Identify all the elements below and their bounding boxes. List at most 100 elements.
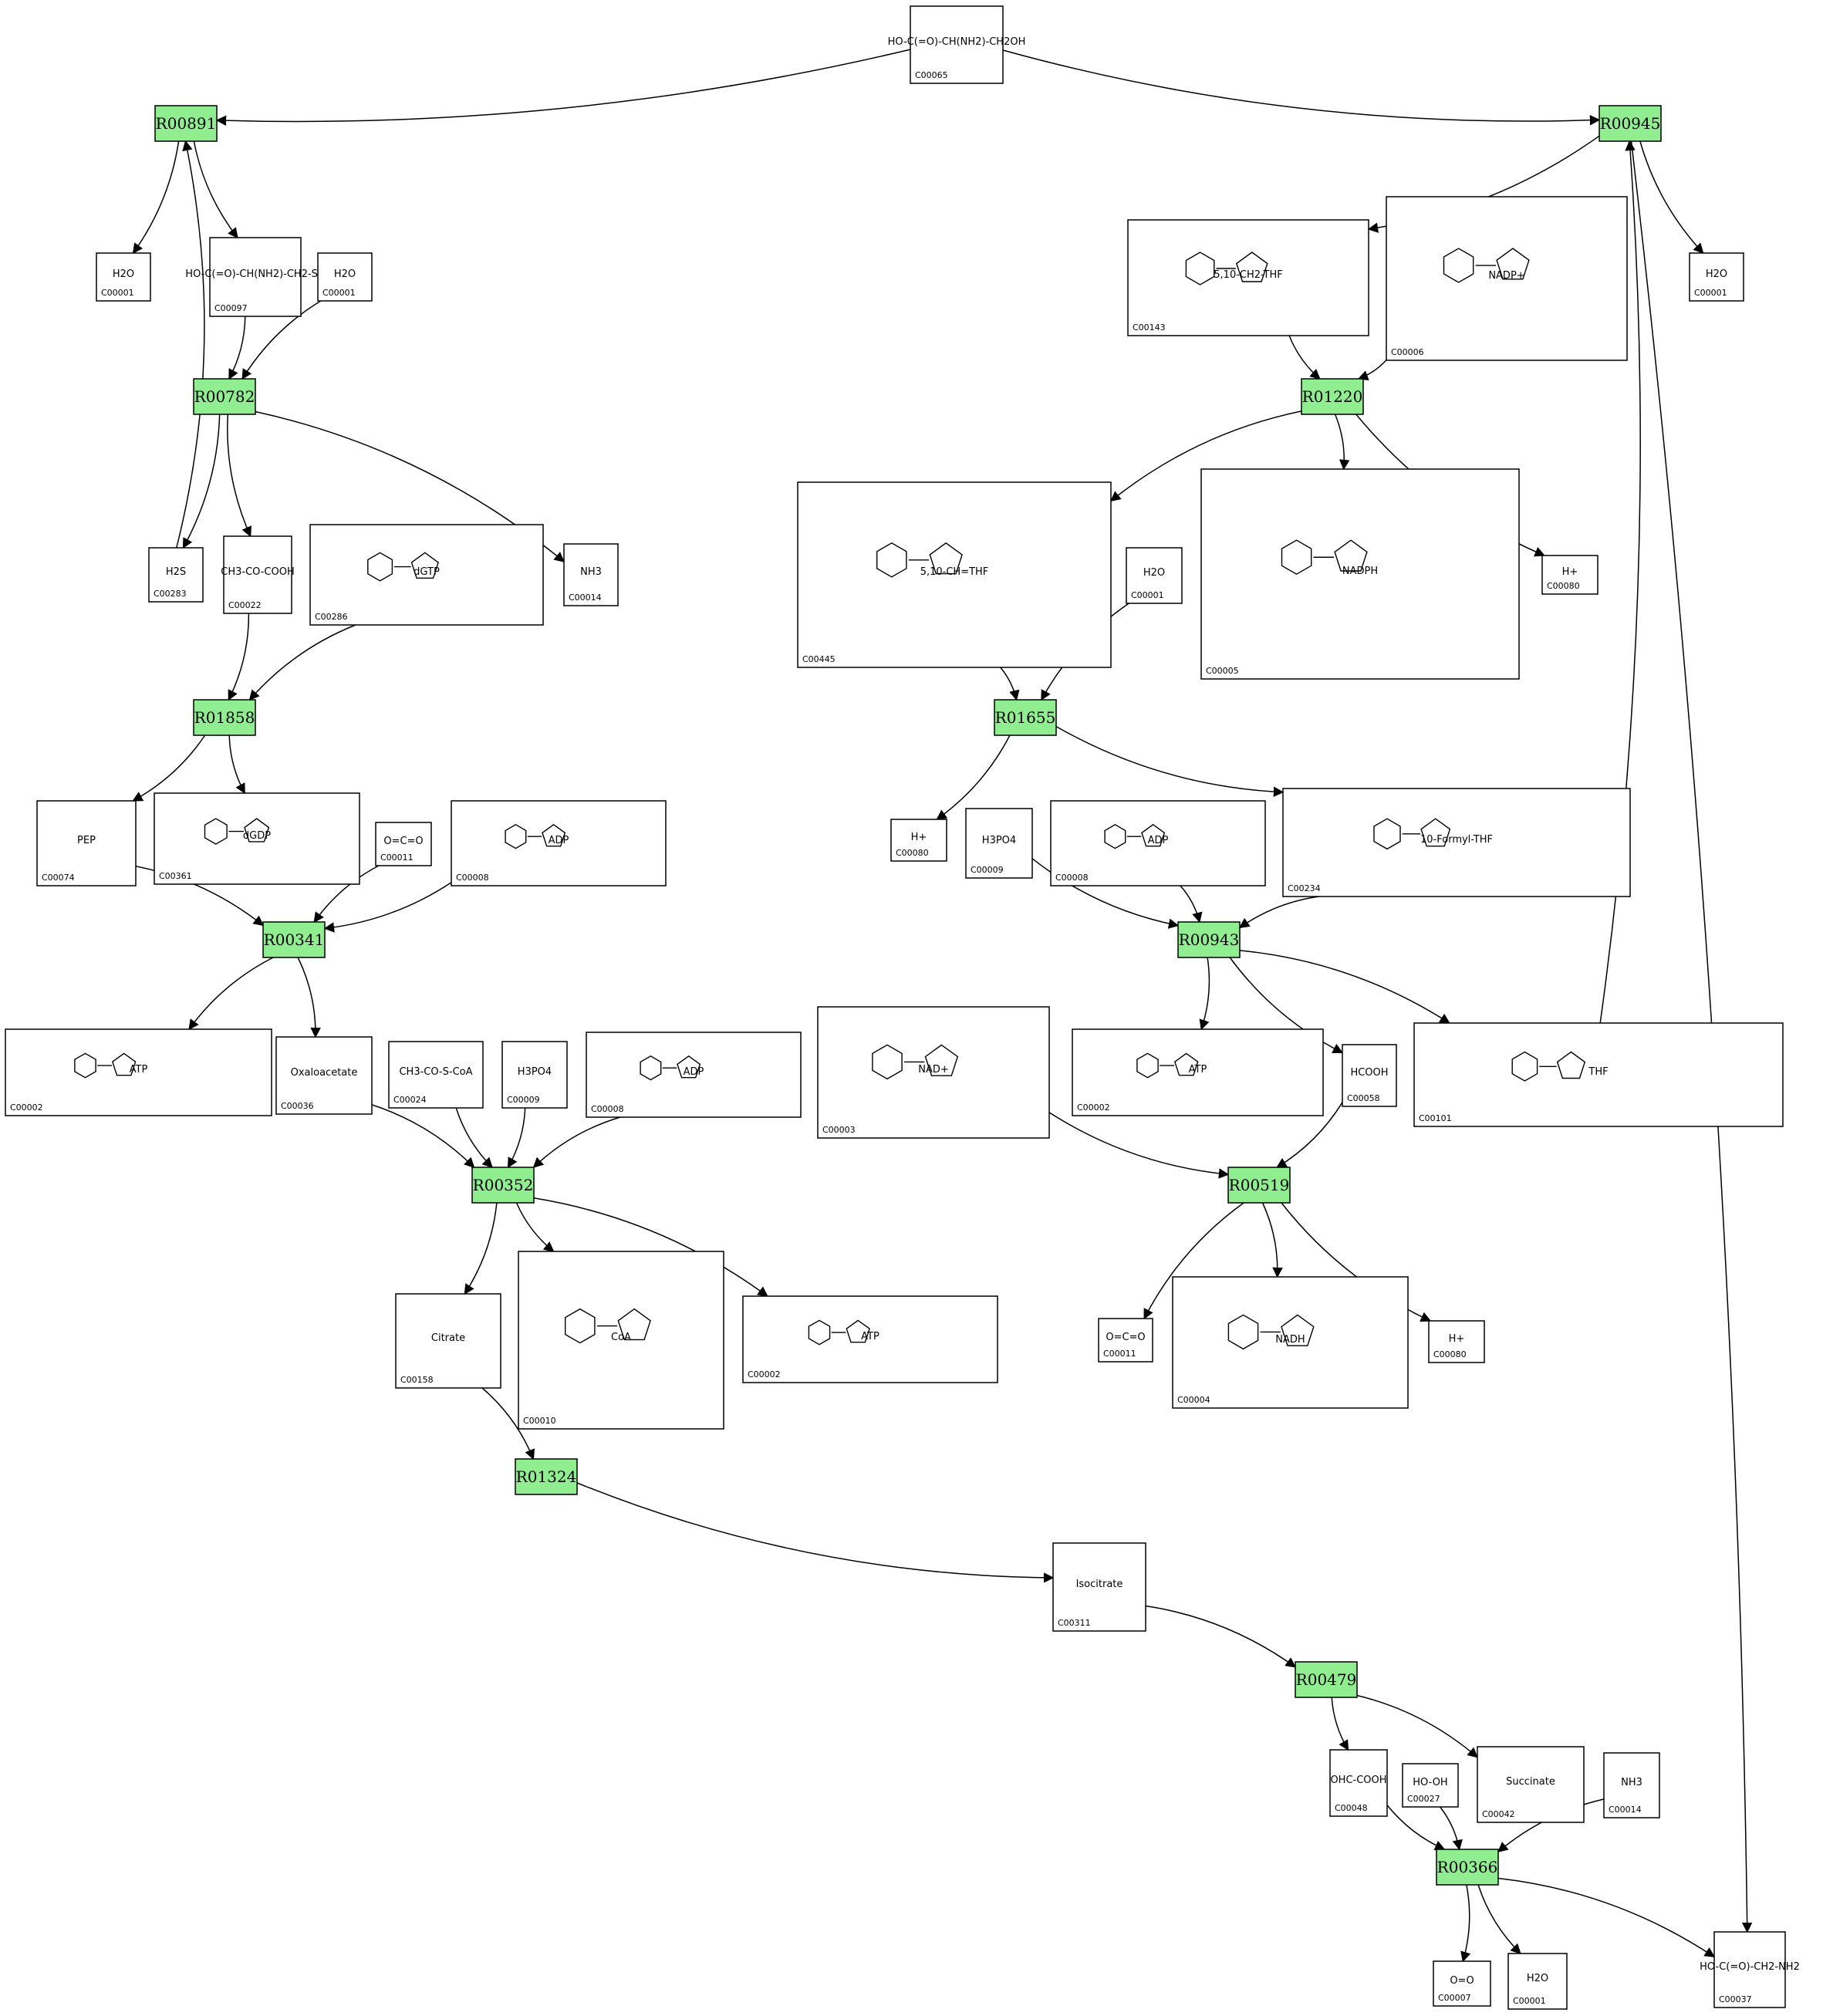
compound-box (223, 535, 292, 614)
compound-c00080[interactable]: H+C00080 (1428, 1320, 1485, 1363)
compound-box (154, 792, 360, 885)
compound-c00080[interactable]: H+C00080 (890, 819, 947, 862)
compound-label: C00234 (1288, 883, 1321, 893)
ring-structure-icon (617, 1308, 651, 1341)
reaction-box (193, 378, 256, 415)
reaction-label: R01858 (194, 708, 255, 727)
compound-layer: HO-C(=O)-CH(NH2)-CH2OHC00065H2OC00001HO-… (5, 5, 1800, 2010)
compound-box (209, 237, 302, 317)
compound-formula: H2S (166, 566, 186, 578)
compound-c00080[interactable]: H+C00080 (1541, 555, 1599, 595)
compound-label: C00101 (1419, 1113, 1452, 1123)
edge-c_serine-to-R00945 (1002, 49, 1601, 126)
compound-label: C00003 (822, 1125, 856, 1135)
reaction-r01324[interactable]: R01324 (515, 1458, 578, 1495)
reaction-r00341[interactable]: R00341 (262, 921, 326, 958)
reaction-box (193, 699, 256, 736)
compound-label: C00001 (1131, 590, 1164, 600)
compound-label: C00058 (1347, 1093, 1380, 1103)
edge-R00341-to-c_oaa (297, 957, 321, 1038)
reaction-r00782[interactable]: R00782 (193, 378, 256, 415)
edge-c_h2s-to-R00891 (176, 140, 205, 549)
reaction-label: R00366 (1437, 1858, 1498, 1876)
ring-structure-icon (1281, 539, 1312, 576)
reaction-r01858[interactable]: R01858 (193, 699, 256, 736)
edge-R00341-to-c_atp_1 (188, 957, 274, 1031)
edge-R00352-to-c_cit (464, 1202, 498, 1295)
compound-box (1172, 1276, 1409, 1409)
ring-structure-icon (872, 1044, 903, 1080)
reaction-r00352[interactable]: R00352 (471, 1167, 535, 1204)
compound-label: C00022 (228, 600, 262, 610)
reaction-r01655[interactable]: R01655 (994, 699, 1057, 736)
compound-box (1098, 1318, 1153, 1363)
compound-box (797, 481, 1112, 668)
reaction-r00479[interactable]: R00479 (1295, 1661, 1358, 1698)
reaction-label: R00782 (194, 387, 255, 406)
compound-formula: H+ (1562, 566, 1578, 578)
compound-formula: H+ (911, 832, 927, 843)
compound-c00003[interactable]: NAD+ C00003 (817, 1006, 1050, 1139)
compound-label: C00011 (380, 853, 414, 863)
edge-R00352-to-c_coa (515, 1202, 555, 1252)
reaction-r00519[interactable]: R00519 (1227, 1167, 1291, 1204)
reaction-r00945[interactable]: R00945 (1599, 105, 1662, 142)
compound-box (890, 819, 947, 862)
reaction-box (994, 699, 1057, 736)
reaction-r00891[interactable]: R00891 (154, 105, 218, 142)
compound-formula: NAD+ (918, 1064, 949, 1076)
compound-box (1507, 1953, 1568, 2010)
reaction-r00943[interactable]: R00943 (1177, 921, 1241, 958)
ring-structure-icon (924, 1044, 959, 1076)
edge-R00519-to-c_nadh (1261, 1202, 1283, 1278)
reaction-r00366[interactable]: R00366 (1436, 1849, 1499, 1886)
compound-c00006[interactable]: NADP+C00006 (1386, 196, 1628, 361)
edge-c_adp_3-to-R00352 (532, 1116, 621, 1168)
edge-c_dgtp-to-R01858 (248, 624, 356, 701)
reaction-r01220[interactable]: R01220 (1301, 378, 1364, 415)
compound-box (96, 252, 151, 302)
reaction-box (1177, 921, 1241, 958)
